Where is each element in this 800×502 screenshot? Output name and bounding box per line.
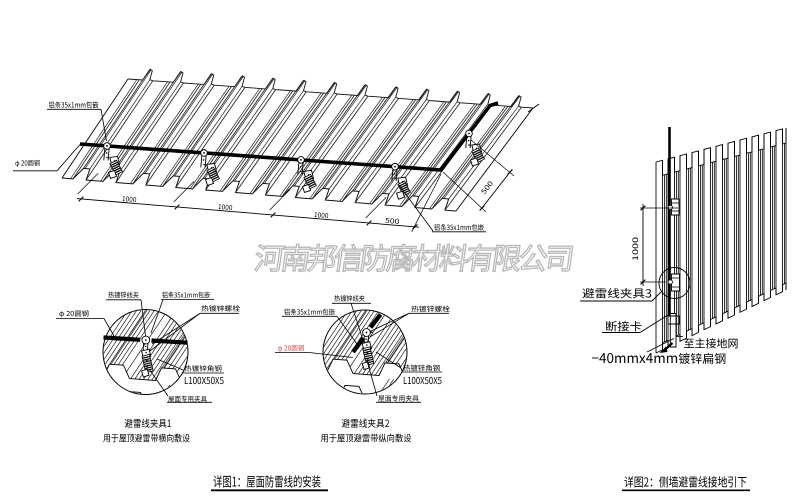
svg-text:铝条35x1mm包嵌: 铝条35x1mm包嵌 <box>162 291 210 301</box>
svg-text:500: 500 <box>385 215 401 226</box>
svg-text:1000: 1000 <box>218 201 233 212</box>
svg-text:屋面专用夹具: 屋面专用夹具 <box>378 394 419 404</box>
svg-text:避雷线夹具3: 避雷线夹具3 <box>582 286 652 302</box>
svg-text:用于屋顶避雷带横向敷设: 用于屋顶避雷带横向敷设 <box>103 431 190 445</box>
svg-text:河南邦信防腐材料有限公司: 河南邦信防腐材料有限公司 <box>252 235 575 278</box>
svg-text:铝条35x1mm包嵌: 铝条35x1mm包嵌 <box>49 101 99 111</box>
svg-text:断接卡: 断接卡 <box>605 319 642 335</box>
svg-text:1000: 1000 <box>314 209 329 220</box>
svg-text:热镀锌线夹: 热镀锌线夹 <box>334 294 365 304</box>
svg-text:避雷线夹具1: 避雷线夹具1 <box>125 415 172 430</box>
svg-text:屋面专用夹具: 屋面专用夹具 <box>168 395 207 405</box>
svg-text:热镀锌螺栓: 热镀锌螺栓 <box>411 305 450 315</box>
svg-text:1000: 1000 <box>630 237 641 261</box>
svg-text:φ 20圆钢: φ 20圆钢 <box>15 158 40 168</box>
svg-text:L100X50X5: L100X50X5 <box>403 373 442 387</box>
svg-text:热镀锌线夹: 热镀锌线夹 <box>108 291 139 301</box>
svg-text:铝条35x1mm包嵌: 铝条35x1mm包嵌 <box>284 308 335 318</box>
svg-text:1000: 1000 <box>122 193 137 204</box>
svg-text:热镀锌角钢: 热镀锌角钢 <box>184 364 222 374</box>
svg-text:避雷线夹具2: 避雷线夹具2 <box>342 415 390 430</box>
svg-text:热镀锌角钢: 热镀锌角钢 <box>403 364 440 374</box>
svg-text:热镀锌螺栓: 热镀锌螺栓 <box>201 304 240 314</box>
svg-text:φ 20圆钢: φ 20圆钢 <box>278 343 305 353</box>
svg-text:用于屋顶避雷带纵向敷设: 用于屋顶避雷带纵向敷设 <box>321 431 412 445</box>
svg-text:详图1：屋面防雷线的安装: 详图1：屋面防雷线的安装 <box>213 472 321 491</box>
svg-text:铝条35x1mm包嵌: 铝条35x1mm包嵌 <box>434 223 484 233</box>
svg-text:L100X50X5: L100X50X5 <box>184 373 224 387</box>
svg-text:至主接地网: 至主接地网 <box>684 336 739 352</box>
svg-text:详图2：侧墙避雷线接地引下: 详图2：侧墙避雷线接地引下 <box>624 473 747 491</box>
svg-text:−40mmx4mm镀锌扁钢: −40mmx4mm镀锌扁钢 <box>592 347 727 367</box>
svg-text:φ 20圆钢: φ 20圆钢 <box>59 308 89 318</box>
